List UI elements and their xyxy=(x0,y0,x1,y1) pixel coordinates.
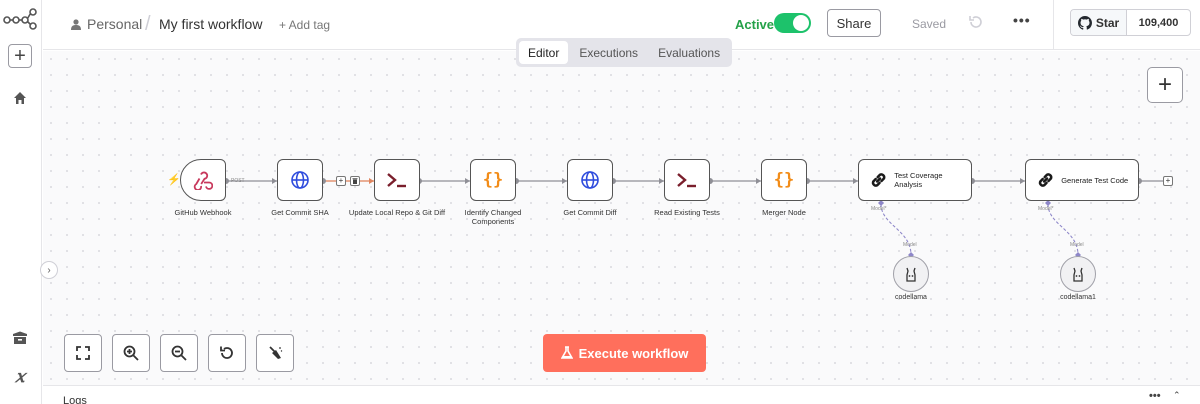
node-generate-test-code[interactable]: Generate Test Code xyxy=(1025,159,1139,201)
add-next-node-button[interactable]: + xyxy=(1163,176,1173,186)
zoom-in-icon xyxy=(123,345,139,361)
webhook-method-label: POST xyxy=(231,178,245,184)
webhook-icon xyxy=(193,171,213,190)
left-sidebar: + 𝑥 xyxy=(0,0,42,404)
link-chain-icon xyxy=(871,173,886,187)
trash-icon xyxy=(352,178,358,184)
home-icon[interactable] xyxy=(8,86,32,110)
globe-icon xyxy=(581,171,599,189)
breadcrumb-separator: / xyxy=(145,13,151,35)
model-node-codellama[interactable] xyxy=(893,256,929,292)
github-star-count: 109,400 xyxy=(1138,16,1179,29)
model-port-label: Model* xyxy=(871,206,887,212)
box-icon[interactable] xyxy=(8,326,32,350)
github-star-area: Star 109,400 xyxy=(1053,0,1200,50)
llama-icon xyxy=(906,267,916,282)
execute-workflow-label: Execute workflow xyxy=(578,345,689,361)
execute-workflow-button[interactable]: Execute workflow xyxy=(543,334,706,372)
chevron-right-icon[interactable]: › xyxy=(40,261,58,279)
add-node-button[interactable]: + xyxy=(1147,67,1183,103)
model-label-codellama1: codellama1 xyxy=(1060,294,1096,301)
node-read-existing-tests[interactable] xyxy=(664,159,710,201)
model-label-codellama: codellama xyxy=(895,294,927,301)
node-get-commit-diff[interactable] xyxy=(567,159,613,201)
terminal-icon xyxy=(387,173,406,188)
saved-status: Saved xyxy=(912,17,947,31)
github-star-label: Star xyxy=(1095,15,1120,30)
tab-editor[interactable]: Editor xyxy=(519,41,569,64)
github-icon xyxy=(1077,15,1092,30)
tidy-up-button[interactable] xyxy=(256,334,294,372)
view-tabs: Editor Executions Evaluations xyxy=(516,38,732,67)
node-label-merger: Merger Node xyxy=(762,208,806,217)
more-menu-icon[interactable]: ••• xyxy=(1013,12,1031,28)
logs-more-icon[interactable]: ••• xyxy=(1149,390,1161,402)
node-label-identify-changed: Identify Changed Components xyxy=(464,208,522,226)
add-tag-button[interactable]: + Add tag xyxy=(279,18,331,32)
reset-icon xyxy=(220,346,233,359)
node-update-local-repo[interactable] xyxy=(374,159,420,201)
logs-panel[interactable]: Logs ••• ⌃ xyxy=(43,385,1200,404)
workflow-canvas[interactable] xyxy=(43,51,1200,385)
llama-icon xyxy=(1073,267,1083,282)
trigger-bolt-icon: ⚡ xyxy=(167,174,181,186)
node-github-webhook[interactable] xyxy=(180,159,226,201)
model-node-codellama1[interactable] xyxy=(1060,256,1096,292)
insert-node-button[interactable]: + xyxy=(336,176,346,186)
github-star-button[interactable]: Star 109,400 xyxy=(1070,9,1191,36)
zoom-out-button[interactable] xyxy=(160,334,198,372)
node-label-github-webhook: GitHub Webhook xyxy=(174,208,232,217)
node-merger[interactable]: {} xyxy=(761,159,807,201)
workflow-name[interactable]: My first workflow xyxy=(159,16,263,32)
code-braces-icon: {} xyxy=(773,170,795,190)
chevron-up-icon[interactable]: ⌃ xyxy=(1173,390,1181,400)
n8n-logo-icon[interactable] xyxy=(3,6,37,32)
node-label-test-coverage: Test Coverage Analysis xyxy=(894,171,943,189)
variable-x-icon[interactable]: 𝑥 xyxy=(15,367,25,387)
delete-connection-button[interactable] xyxy=(350,176,360,186)
terminal-icon xyxy=(677,173,696,188)
code-braces-icon: {} xyxy=(482,170,504,190)
broom-icon xyxy=(269,346,283,359)
node-label-generate-test-code: Generate Test Code xyxy=(1061,175,1129,185)
model-input-label: Model xyxy=(903,242,917,248)
globe-icon xyxy=(291,171,309,189)
link-chain-icon xyxy=(1038,173,1053,187)
breadcrumb-project[interactable]: Personal xyxy=(71,16,142,32)
active-toggle[interactable] xyxy=(774,13,811,33)
share-button[interactable]: Share xyxy=(827,9,881,37)
tab-evaluations[interactable]: Evaluations xyxy=(658,45,721,60)
node-label-read-existing-tests: Read Existing Tests xyxy=(654,208,720,217)
history-icon[interactable] xyxy=(968,14,984,30)
user-icon xyxy=(71,18,81,30)
node-test-coverage[interactable]: Test Coverage Analysis xyxy=(858,159,972,201)
reset-zoom-button[interactable] xyxy=(208,334,246,372)
fit-view-icon xyxy=(76,346,90,360)
node-label-get-commit-diff: Get Commit Diff xyxy=(563,208,617,217)
fit-view-button[interactable] xyxy=(64,334,102,372)
project-name: Personal xyxy=(87,16,143,32)
tab-executions[interactable]: Executions xyxy=(579,45,639,60)
node-get-commit-sha[interactable] xyxy=(277,159,323,201)
plus-icon[interactable]: + xyxy=(8,44,32,68)
zoom-out-icon xyxy=(171,345,187,361)
node-label-update-local-repo: Update Local Repo & Git Diff xyxy=(348,208,446,217)
active-label: Active xyxy=(735,17,775,32)
model-port-label: Model* xyxy=(1038,206,1054,212)
model-input-label: Model xyxy=(1070,242,1084,248)
node-identify-changed[interactable]: {} xyxy=(470,159,516,201)
flask-icon xyxy=(560,346,573,359)
zoom-in-button[interactable] xyxy=(112,334,150,372)
node-label-get-commit-sha: Get Commit SHA xyxy=(271,208,329,217)
logs-title: Logs xyxy=(63,395,87,404)
